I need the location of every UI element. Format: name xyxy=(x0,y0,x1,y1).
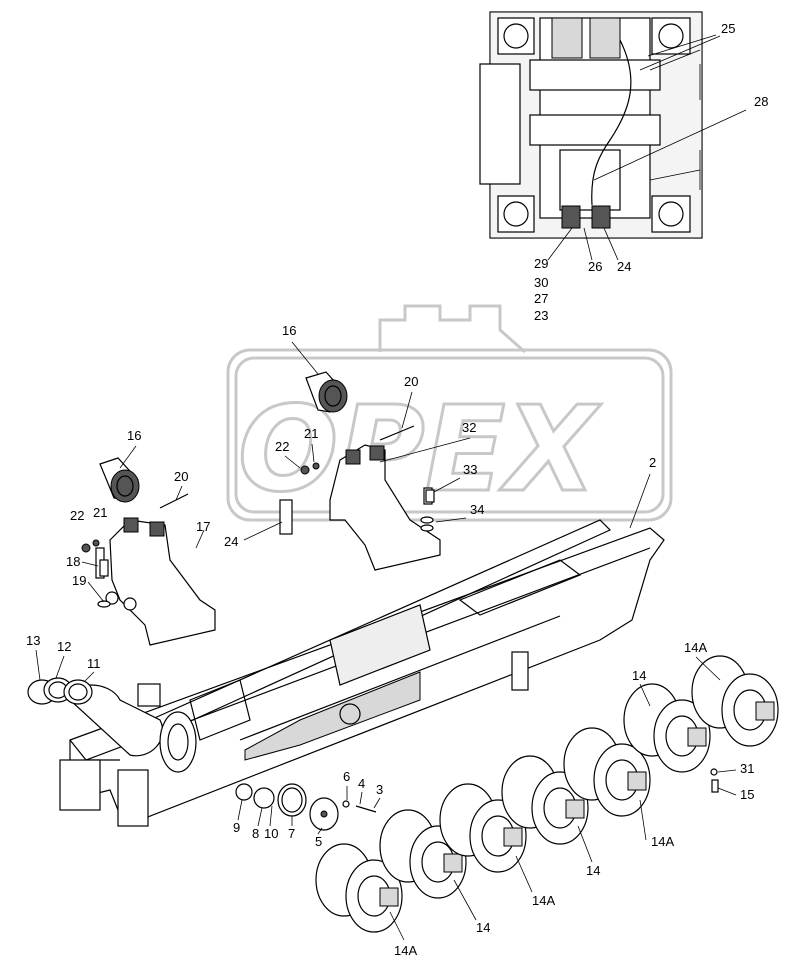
callout-c20a: 20 xyxy=(404,374,418,389)
callout-c22a: 22 xyxy=(275,439,289,454)
carrier-roller-lower xyxy=(99,457,140,503)
callout-c3: 3 xyxy=(376,782,383,797)
callout-c32: 32 xyxy=(462,420,476,435)
callout-c17: 17 xyxy=(196,519,210,534)
callout-c14a: 14 xyxy=(632,668,646,683)
callout-c15: 15 xyxy=(740,787,754,802)
callout-c10: 10 xyxy=(264,826,278,841)
callout-c31: 31 xyxy=(740,761,754,776)
track-frame xyxy=(59,519,665,827)
callout-c16a: 16 xyxy=(282,323,296,338)
callout-c24a: 24 xyxy=(617,259,631,274)
roller-5 xyxy=(563,727,651,817)
end-covers xyxy=(235,783,339,831)
callout-c23: 23 xyxy=(534,308,548,323)
carrier-roller-upper xyxy=(305,371,348,413)
track-rollers xyxy=(315,655,779,933)
roller-1 xyxy=(315,843,403,933)
callout-c34: 34 xyxy=(470,502,484,517)
roller-6 xyxy=(623,683,711,773)
callout-c29: 29 xyxy=(534,256,548,271)
callout-c18: 18 xyxy=(66,554,80,569)
callout-c4: 4 xyxy=(358,776,365,791)
callout-c11: 11 xyxy=(87,656,101,671)
right-bracket xyxy=(329,444,441,571)
callout-c30: 30 xyxy=(534,275,548,290)
callout-c25: 25 xyxy=(721,21,735,36)
watermark-text: OPEX xyxy=(238,380,601,518)
callout-c21a: 21 xyxy=(304,426,318,441)
callout-c28: 28 xyxy=(754,94,768,109)
callout-c7: 7 xyxy=(288,826,295,841)
left-bracket xyxy=(95,517,216,646)
callout-c14Ad: 14A xyxy=(394,943,417,958)
callout-c12: 12 xyxy=(57,639,71,654)
callout-c14Aa: 14A xyxy=(684,640,707,655)
fasteners xyxy=(81,425,719,813)
callout-c14Ac: 14A xyxy=(532,893,555,908)
leader-lines xyxy=(35,341,737,941)
callout-c6: 6 xyxy=(343,769,350,784)
callout-c9: 9 xyxy=(233,820,240,835)
roller-3 xyxy=(439,783,527,873)
inset-detail xyxy=(479,11,747,261)
callout-c33: 33 xyxy=(463,462,477,477)
callout-c14Ab: 14A xyxy=(651,834,674,849)
callout-c14b: 14 xyxy=(586,863,600,878)
callout-c20b: 20 xyxy=(174,469,188,484)
callout-c14c: 14 xyxy=(476,920,490,935)
callout-c2: 2 xyxy=(649,455,656,470)
callout-c16b: 16 xyxy=(127,428,141,443)
callout-c8: 8 xyxy=(252,826,259,841)
callout-c21b: 21 xyxy=(93,505,107,520)
watermark: OPEX xyxy=(226,304,673,522)
callout-c24b: 24 xyxy=(224,534,238,549)
callout-c27: 27 xyxy=(534,291,548,306)
idler-seals xyxy=(27,677,93,705)
callout-c22b: 22 xyxy=(70,508,84,523)
callout-c26: 26 xyxy=(588,259,602,274)
callout-c13: 13 xyxy=(26,633,40,648)
roller-7 xyxy=(691,655,779,747)
callout-c5: 5 xyxy=(315,834,322,849)
callout-c19: 19 xyxy=(72,573,86,588)
